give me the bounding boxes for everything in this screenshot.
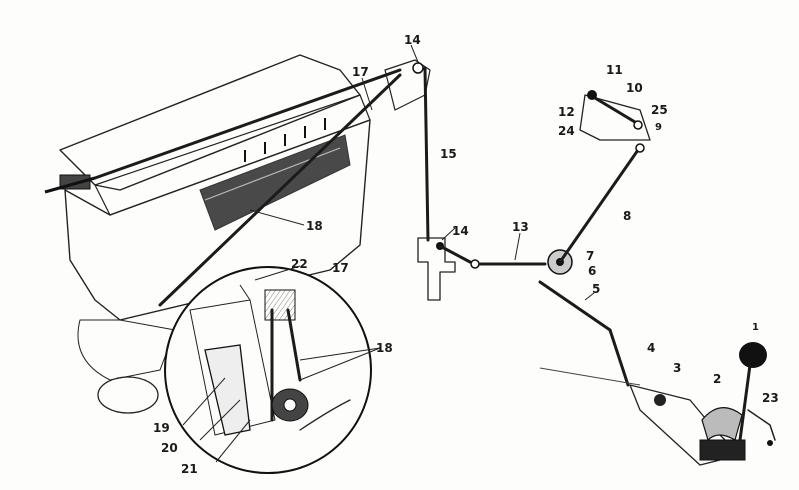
label-6: 6 (588, 264, 596, 278)
label-25: 25 (651, 103, 668, 117)
label-17-top: 17 (352, 65, 369, 79)
label-5: 5 (592, 282, 600, 296)
label-15: 15 (440, 147, 457, 161)
label-1: 1 (752, 322, 759, 333)
label-7: 7 (586, 249, 594, 263)
part-labels: 14 17 15 18 14 13 7 6 5 8 11 10 12 25 24… (153, 33, 779, 476)
label-17-inset: 17 (332, 261, 349, 275)
label-2: 2 (713, 372, 721, 386)
label-12: 12 (558, 105, 575, 119)
label-18-engine: 18 (306, 219, 323, 233)
label-14: 14 (452, 224, 469, 238)
upper-bracket (579, 90, 651, 153)
label-24: 24 (558, 124, 575, 138)
label-3: 3 (673, 361, 681, 375)
label-10: 10 (626, 81, 643, 95)
label-21: 21 (181, 462, 198, 476)
bell-crank-assembly (384, 59, 480, 301)
label-23: 23 (762, 391, 779, 405)
label-8: 8 (623, 209, 631, 223)
label-19: 19 (153, 421, 170, 435)
label-11: 11 (606, 63, 623, 77)
engine-block (44, 54, 402, 414)
label-4: 4 (647, 341, 655, 355)
label-16: 14 (404, 33, 421, 47)
label-9: 9 (655, 122, 662, 133)
detail-inset (164, 266, 372, 474)
label-18-inset: 18 (376, 341, 393, 355)
label-20: 20 (161, 441, 178, 455)
cross-linkage (478, 148, 640, 387)
label-13: 13 (512, 220, 529, 234)
leader-lines (182, 44, 595, 463)
label-22: 22 (291, 257, 308, 271)
pedal-assembly (539, 342, 776, 466)
